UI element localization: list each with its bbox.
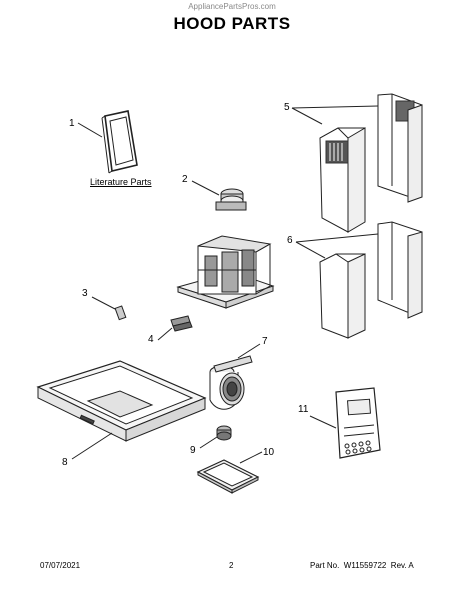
leader-line-5 [291, 107, 323, 125]
callout-9: 9 [190, 445, 196, 456]
page-title: HOOD PARTS [173, 14, 291, 33]
footer-date: 07/07/2021 [40, 561, 81, 570]
callout-2: 2 [182, 174, 188, 185]
callout-6: 6 [287, 235, 293, 246]
grease-filter [196, 459, 260, 494]
leader-line-9 [199, 436, 218, 449]
callout-10: 10 [263, 447, 275, 458]
connector-part [215, 188, 247, 211]
footer-page-number: 2 [229, 561, 234, 570]
lower-chimney-cover [319, 221, 423, 339]
hood-canopy [36, 360, 207, 442]
leader-line-6 [295, 241, 326, 259]
leader-line-5b [291, 105, 379, 109]
callout-3: 3 [82, 288, 88, 299]
literature-booklet [101, 110, 138, 174]
leader-line-1 [77, 122, 103, 138]
leader-line-6b [295, 233, 379, 243]
watermark: AppliancePartsPros.com [188, 2, 276, 11]
callout-5: 5 [284, 102, 290, 113]
callout-1: 1 [69, 118, 75, 129]
callout-7: 7 [262, 336, 268, 347]
leader-line-7 [237, 343, 261, 359]
light-socket [216, 425, 232, 441]
leader-line-3 [91, 296, 116, 310]
control-panel [335, 387, 381, 459]
leader-line-4 [157, 327, 173, 341]
literature-parts-label: Literature Parts [90, 177, 152, 187]
footer-part-number: Part No. W11559722 Rev. A [310, 561, 414, 570]
upper-chimney-cover [319, 93, 423, 233]
callout-4: 4 [148, 334, 154, 345]
hood-body-assembly [176, 235, 275, 309]
leader-line-8 [71, 432, 113, 460]
callout-11: 11 [298, 404, 309, 415]
screw-part [114, 305, 127, 321]
bracket-part [170, 315, 193, 332]
callout-8: 8 [62, 457, 68, 468]
leader-line-10 [239, 451, 263, 464]
blower-motor [209, 355, 253, 410]
leader-line-11 [309, 415, 337, 429]
leader-line-2 [191, 180, 220, 196]
